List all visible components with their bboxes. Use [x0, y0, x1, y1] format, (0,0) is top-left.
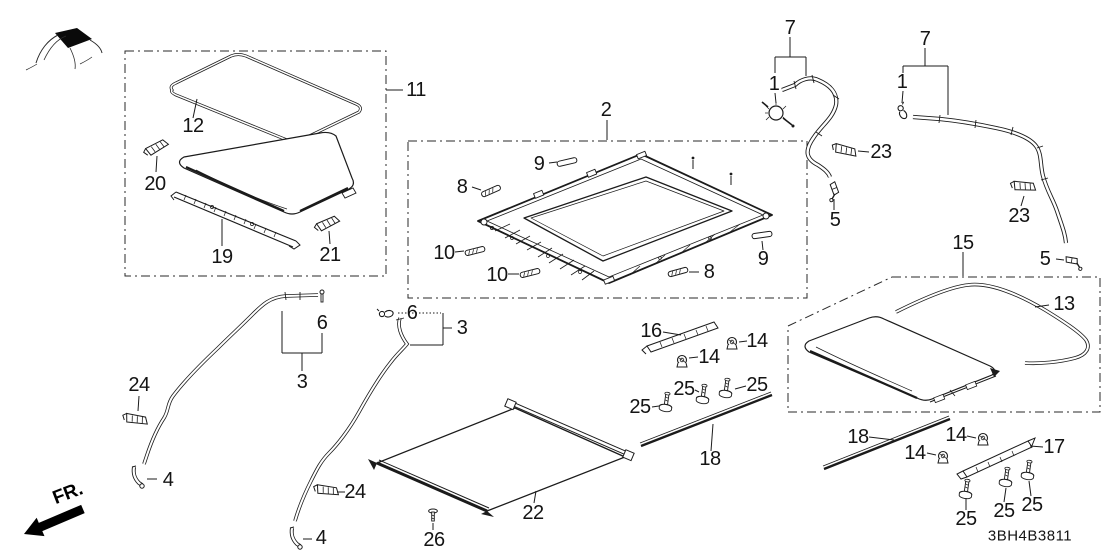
callout-4[interactable]: 4 — [162, 469, 174, 491]
callout-18[interactable]: 18 — [699, 448, 721, 470]
callout-10[interactable]: 10 — [433, 242, 455, 264]
callout-1[interactable]: 1 — [896, 71, 908, 93]
callout-14[interactable]: 14 — [698, 346, 720, 368]
sunshade-panel — [368, 398, 635, 530]
callout-23[interactable]: 23 — [1008, 205, 1030, 227]
callout-13[interactable]: 13 — [1053, 293, 1075, 315]
roof-glass-panel — [178, 131, 357, 215]
callout-1[interactable]: 1 — [768, 73, 780, 95]
drain-tube-rear-right — [288, 308, 452, 552]
callout-22[interactable]: 22 — [522, 502, 544, 524]
glass-seal-13 — [895, 282, 1090, 366]
callout-11[interactable]: 11 — [406, 79, 426, 101]
callout-6[interactable]: 6 — [406, 302, 418, 324]
callout-24[interactable]: 24 — [344, 481, 366, 503]
trim-strip-18-left — [639, 391, 773, 452]
car-roof-thumbnail — [25, 28, 103, 71]
callout-2[interactable]: 2 — [600, 99, 612, 121]
callout-8[interactable]: 8 — [456, 176, 468, 198]
drain-tube-rear-left — [120, 289, 325, 491]
drain-tube-front-right — [895, 48, 1086, 272]
callout-25[interactable]: 25 — [955, 508, 977, 530]
callout-5[interactable]: 5 — [829, 209, 841, 231]
center-hardware — [639, 321, 773, 452]
sliding-glass-panel — [804, 316, 1000, 404]
callout-19[interactable]: 19 — [211, 246, 233, 268]
callout-25[interactable]: 25 — [746, 374, 768, 396]
roof-glass-seal-12 — [169, 53, 362, 143]
callout-20[interactable]: 20 — [144, 173, 166, 195]
glass-clip-20 — [141, 138, 171, 173]
callout-10[interactable]: 10 — [486, 264, 508, 286]
callout-25[interactable]: 25 — [1021, 494, 1043, 516]
drain-tube-front-left — [761, 37, 870, 210]
diagram-part-code: 3BH4B3811 — [987, 527, 1073, 545]
callout-14[interactable]: 14 — [746, 330, 768, 352]
guide-rods — [454, 156, 773, 279]
fr-direction-arrow — [24, 504, 85, 537]
callout-6[interactable]: 6 — [316, 312, 328, 334]
callout-12[interactable]: 12 — [182, 115, 204, 137]
callout-24[interactable]: 24 — [128, 374, 150, 396]
sliding-glass-box — [787, 252, 1101, 413]
callout-4[interactable]: 4 — [315, 527, 327, 549]
callout-21[interactable]: 21 — [319, 244, 341, 266]
callout-7[interactable]: 7 — [784, 17, 796, 39]
callout-9[interactable]: 9 — [757, 248, 769, 270]
glass-clip-21 — [312, 214, 342, 245]
right-hardware — [822, 415, 1044, 510]
glass-assembly-box — [124, 50, 403, 277]
callout-3[interactable]: 3 — [296, 371, 308, 393]
callout-16[interactable]: 16 — [640, 320, 662, 342]
callout-5[interactable]: 5 — [1039, 248, 1051, 270]
drip-channel-19 — [170, 191, 301, 250]
callout-17[interactable]: 17 — [1043, 436, 1065, 458]
cable-rail-16 — [641, 321, 719, 355]
callout-15[interactable]: 15 — [952, 232, 974, 254]
callout-7[interactable]: 7 — [919, 28, 931, 50]
callout-18[interactable]: 18 — [847, 426, 869, 448]
callout-9[interactable]: 9 — [533, 153, 545, 175]
drain-grommet — [761, 101, 795, 128]
callout-25[interactable]: 25 — [993, 500, 1015, 522]
callout-3[interactable]: 3 — [456, 317, 468, 339]
callout-25[interactable]: 25 — [673, 378, 695, 400]
callout-25[interactable]: 25 — [629, 396, 651, 418]
callout-8[interactable]: 8 — [703, 261, 715, 283]
trim-strip-18-right — [822, 415, 951, 471]
sunroof-frame — [477, 150, 773, 285]
callout-14[interactable]: 14 — [904, 442, 926, 464]
guide-rail-17 — [956, 437, 1044, 480]
callout-26[interactable]: 26 — [423, 529, 445, 551]
frame-assembly-box — [407, 120, 808, 299]
callout-23[interactable]: 23 — [870, 141, 892, 163]
callout-14[interactable]: 14 — [945, 424, 967, 446]
